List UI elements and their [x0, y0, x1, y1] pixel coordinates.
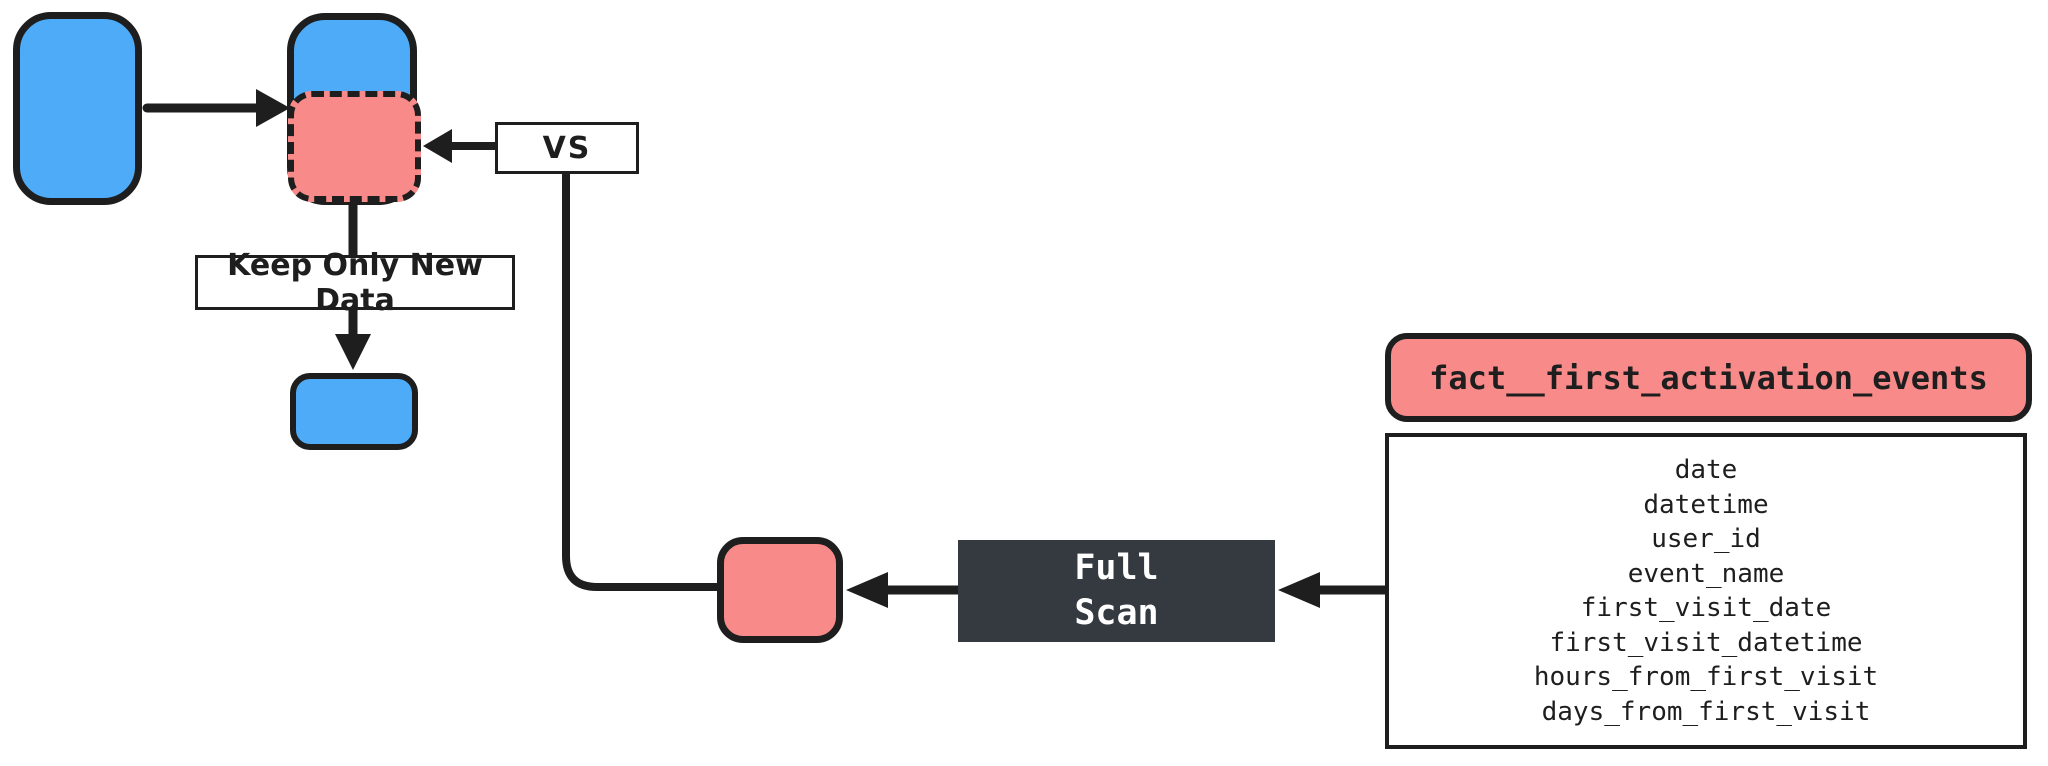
elbow-line-vs-to-chunk	[562, 167, 723, 591]
vs-label: VS	[542, 130, 592, 166]
result-data-shape	[290, 373, 418, 450]
full-scan-box: Full Scan	[958, 540, 1275, 642]
table-field: days_from_first_visit	[1541, 696, 1871, 727]
keep-only-new-data-label-box: Keep Only New Data	[195, 248, 515, 318]
table-field: first_visit_datetime	[1549, 627, 1863, 658]
table-field: user_id	[1651, 524, 1761, 554]
table-field: first_visit_date	[1580, 593, 1832, 623]
vs-label-box: VS	[495, 122, 639, 174]
arrow-vs-to-overlay	[423, 129, 501, 163]
table-field: event_name	[1627, 558, 1785, 589]
table-title: fact__first_activation_events	[1429, 358, 1988, 397]
source-data-shape	[13, 12, 142, 205]
arrow-table-to-fullscan	[1278, 572, 1392, 608]
arrow-fullscan-to-chunk	[846, 572, 965, 608]
arrow-source-to-target	[142, 89, 290, 127]
new-data-overlay-shape	[288, 91, 421, 202]
table-title-pill: fact__first_activation_events	[1385, 333, 2032, 422]
table-field: datetime	[1643, 489, 1769, 520]
table-fields-box: date datetime user_id event_name first_visit…	[1385, 433, 2027, 749]
table-field: date	[1674, 455, 1738, 485]
table-field: hours_from_first_visit	[1533, 662, 1879, 692]
keep-only-new-data-label: Keep Only New Data	[227, 247, 483, 318]
scanned-chunk-shape	[717, 537, 843, 643]
full-scan-label: Full Scan	[1074, 548, 1159, 633]
